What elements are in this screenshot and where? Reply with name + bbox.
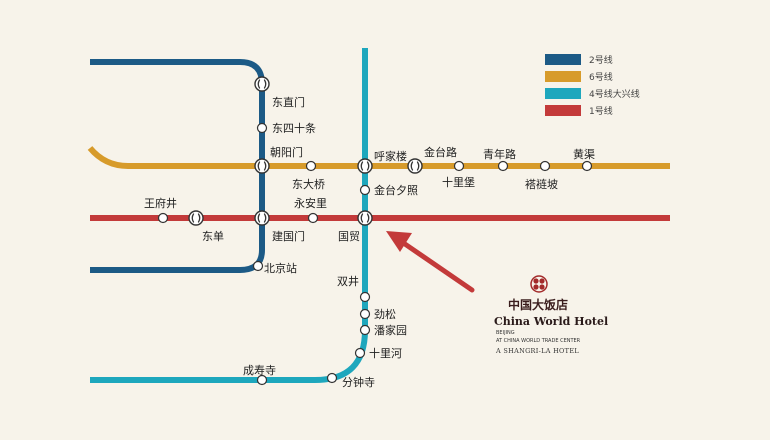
line-6-track <box>87 146 670 169</box>
station-dot-dongsishitiao[interactable] <box>256 122 268 134</box>
station-dot-jinsong[interactable] <box>359 308 371 320</box>
station-dot-dongdaqiao[interactable] <box>305 160 317 172</box>
transfer-icon-dongdan[interactable] <box>188 210 204 226</box>
station-dot-yonganli[interactable] <box>307 212 319 224</box>
station-label-dongdan: 东单 <box>202 230 224 243</box>
station-label-qingnianlu: 青年路 <box>483 147 516 161</box>
hotel-name-en: China World Hotel <box>494 315 608 328</box>
station-label-shilihe: 十里河 <box>369 346 402 360</box>
station-dot-jintaixizhao[interactable] <box>359 184 371 196</box>
station-dot-shilihe[interactable] <box>354 347 366 359</box>
hotel-emblem-icon <box>530 275 548 293</box>
transfer-icon-hujialou[interactable] <box>357 158 373 174</box>
hotel-logo: 中国大饭店 China World Hotel BEIJING AT CHINA… <box>494 275 608 355</box>
station-dot-chengshousi[interactable] <box>256 374 268 386</box>
station-label-jintailu: 金台路 <box>424 145 457 159</box>
station-label-dongzhimen: 东直门 <box>272 95 305 109</box>
station-label-wangfujing: 王府井 <box>144 196 177 210</box>
station-label-yonganli: 永安里 <box>294 196 327 210</box>
station-label-fenzhongsi: 分钟寺 <box>342 375 375 389</box>
legend-swatch-line6 <box>545 71 581 82</box>
station-dot-fenzhongsi[interactable] <box>326 372 338 384</box>
station-dot-huangqu[interactable] <box>581 160 593 172</box>
hotel-subtitle: AT CHINA WORLD TRADE CENTER <box>496 338 581 344</box>
legend-label-line4: 4号线大兴线 <box>589 88 640 100</box>
legend-swatch-line1 <box>545 105 581 116</box>
station-dot-wangfujing[interactable] <box>157 212 169 224</box>
line-4-track <box>90 48 368 383</box>
transfer-icon-jianguomen[interactable] <box>254 210 270 226</box>
station-label-dongsishitiao: 东四十条 <box>272 121 316 135</box>
station-label-shuangjing: 双井 <box>337 274 359 288</box>
station-label-beijingzhan: 北京站 <box>264 261 297 275</box>
legend-swatch-line4 <box>545 88 581 99</box>
transfer-icon-jintailu[interactable] <box>407 158 423 174</box>
transfer-icon-dongzhimen[interactable] <box>254 76 270 92</box>
station-label-jinsong: 劲松 <box>374 307 396 321</box>
hotel-city: BEIJING <box>496 330 515 336</box>
station-label-guomao: 国贸 <box>338 230 360 243</box>
station-dot-dalianpo[interactable] <box>539 160 551 172</box>
legend: 2号线 6号线 4号线大兴线 1号线 <box>545 54 640 117</box>
station-dot-beijingzhan[interactable] <box>252 260 264 272</box>
transfer-icon-guomao[interactable] <box>357 210 373 226</box>
station-label-chaoyangmen: 朝阳门 <box>270 145 303 159</box>
station-dot-qingnianlu[interactable] <box>497 160 509 172</box>
station-label-hujialou: 呼家楼 <box>374 149 407 163</box>
legend-label-line6: 6号线 <box>589 71 613 83</box>
station-label-shilipu: 十里堡 <box>442 175 475 189</box>
station-label-dalianpo: 褡裢坡 <box>525 178 558 191</box>
station-label-panjiayuan: 潘家园 <box>374 323 407 337</box>
hotel-name-cn: 中国大饭店 <box>508 297 568 312</box>
station-label-jintaixizhao: 金台夕照 <box>374 183 418 197</box>
legend-label-line1: 1号线 <box>589 105 613 117</box>
station-label-chengshousi: 成寿寺 <box>243 363 276 377</box>
station-dot-shilipu[interactable] <box>453 160 465 172</box>
legend-label-line2: 2号线 <box>589 54 613 66</box>
station-dot-shuangjing[interactable] <box>359 291 371 303</box>
legend-swatch-line2 <box>545 54 581 65</box>
station-label-dongdaqiao: 东大桥 <box>292 177 325 191</box>
hotel-location-arrow <box>386 231 475 293</box>
transfer-icon-chaoyangmen[interactable] <box>254 158 270 174</box>
hotel-brand: A SHANGRI-LA HOTEL <box>495 347 579 355</box>
station-label-jianguomen: 建国门 <box>272 229 305 243</box>
station-label-huangqu: 黄渠 <box>573 147 595 161</box>
station-dot-panjiayuan[interactable] <box>359 324 371 336</box>
